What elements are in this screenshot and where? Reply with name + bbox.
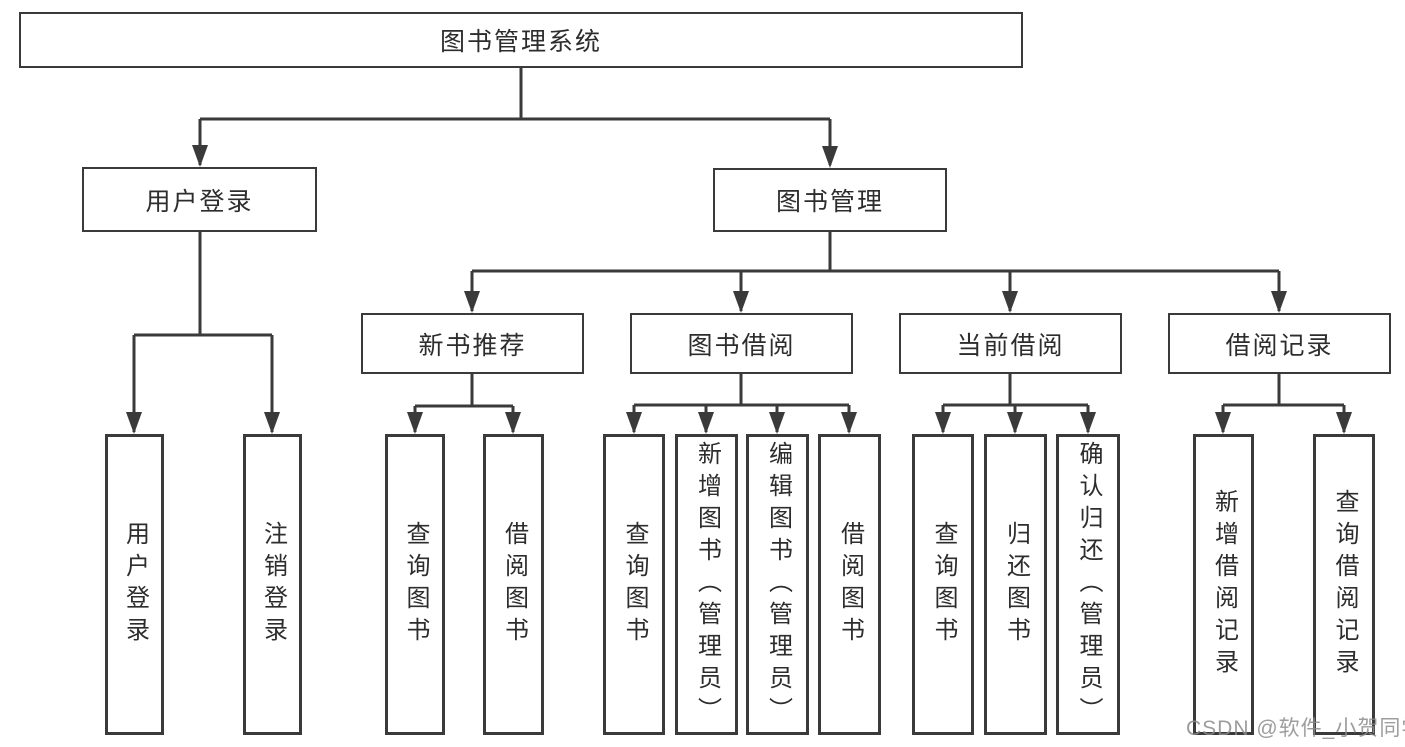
- leaf-query-books-current: 查询图书: [912, 434, 974, 735]
- leaf-label: 查询图书: [402, 520, 429, 649]
- node-label: 图书管理: [775, 188, 884, 216]
- leaf-label: 借阅图书: [500, 520, 528, 649]
- leaf-label: 归还图书: [1002, 520, 1030, 649]
- leaf-label: 确认归还（管理员）: [1075, 440, 1102, 729]
- leaf-add-borrow-record: 新增借阅记录: [1193, 434, 1254, 735]
- node-root-library-system: 图书管理系统: [19, 12, 1023, 68]
- leaf-label: 查询图书: [621, 520, 648, 649]
- leaf-edit-books-admin: 编辑图书（管理员）: [746, 434, 809, 735]
- leaf-label: 查询图书: [930, 520, 957, 649]
- leaf-label: 注销登录: [259, 520, 287, 649]
- leaf-borrow-books: 借阅图书: [818, 434, 881, 735]
- node-user-login: 用户登录: [82, 167, 317, 232]
- leaf-label: 查询借阅记录: [1331, 488, 1358, 681]
- node-label: 当前借阅: [956, 331, 1065, 360]
- leaf-label: 新增借阅记录: [1210, 488, 1238, 681]
- node-label: 图书管理系统: [439, 28, 602, 56]
- node-label: 图书借阅: [687, 331, 796, 360]
- leaf-user-login: 用户登录: [105, 434, 164, 735]
- arrowheads: [126, 145, 1352, 434]
- leaf-add-books-admin: 新增图书（管理员）: [675, 434, 738, 735]
- node-current-borrow: 当前借阅: [899, 313, 1122, 374]
- leaf-label: 新增图书（管理员）: [693, 440, 721, 729]
- node-book-management: 图书管理: [713, 168, 947, 232]
- node-borrow-records: 借阅记录: [1168, 313, 1391, 374]
- node-book-borrow: 图书借阅: [630, 313, 853, 374]
- leaf-query-books-recommend: 查询图书: [385, 434, 445, 735]
- node-label: 用户登录: [145, 187, 254, 216]
- leaf-logout: 注销登录: [243, 434, 302, 735]
- node-label: 借阅记录: [1225, 331, 1334, 360]
- leaf-confirm-return-admin: 确认归还（管理员）: [1056, 434, 1120, 735]
- node-label: 新书推荐: [418, 331, 527, 360]
- leaf-return-books: 归还图书: [984, 434, 1047, 735]
- leaf-label: 借阅图书: [836, 520, 864, 649]
- csdn-watermark: CSDN @软件_小贺同学: [1186, 717, 1405, 740]
- leaf-query-books-borrow: 查询图书: [603, 434, 665, 735]
- leaf-query-borrow-record: 查询借阅记录: [1313, 434, 1375, 735]
- node-new-book-recommend: 新书推荐: [361, 313, 584, 374]
- leaf-label: 编辑图书（管理员）: [764, 440, 792, 729]
- leaf-label: 用户登录: [121, 520, 149, 649]
- leaf-borrow-books-recommend: 借阅图书: [483, 434, 544, 735]
